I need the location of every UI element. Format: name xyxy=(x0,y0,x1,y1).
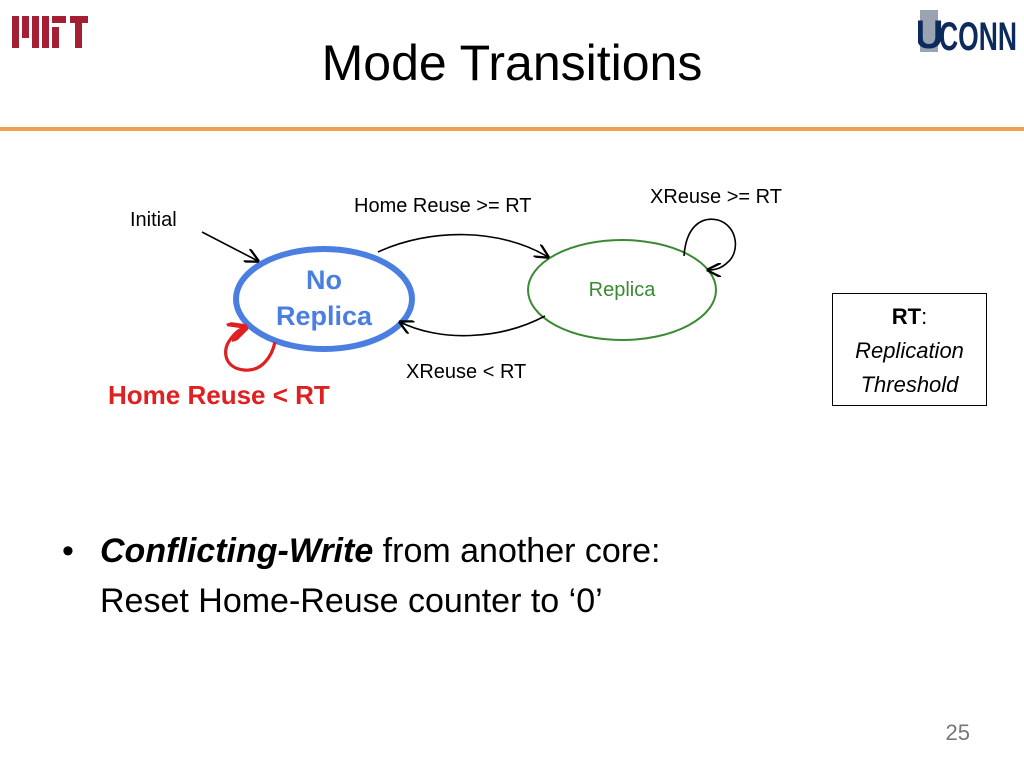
bullet-line2: Reset Home-Reuse counter to ‘0’ xyxy=(100,582,603,620)
initial-label: Initial xyxy=(130,209,177,231)
svg-text:CONN: CONN xyxy=(939,15,1017,58)
bullet-line1: Conflicting-Write from another core: xyxy=(100,526,660,576)
rt-colon: : xyxy=(921,304,928,329)
no-replica-line1: No xyxy=(306,265,342,295)
no-replica-self-loop xyxy=(224,328,277,372)
replica-state xyxy=(527,239,717,341)
promote-arrow xyxy=(377,233,548,257)
xreuse-ge-label: XReuse >= RT xyxy=(650,186,782,208)
rt-term: RT xyxy=(891,304,922,329)
xreuse-lt-label: XReuse < RT xyxy=(406,361,527,383)
title-divider xyxy=(0,127,1024,131)
svg-text:U: U xyxy=(918,13,943,57)
replica-label: Replica xyxy=(588,279,656,301)
rt-def-line2: Threshold xyxy=(860,372,959,397)
rt-legend-box: RT: Replication Threshold xyxy=(832,293,987,406)
initial-arrow xyxy=(201,231,258,261)
demote-arrow xyxy=(400,315,546,337)
bullet-rest: from another core: xyxy=(373,532,661,570)
home-reuse-lt-label: Home Reuse < RT xyxy=(108,380,330,410)
bullet-emphasis: Conflicting-Write xyxy=(100,532,374,570)
rt-term-line: RT: xyxy=(833,300,986,334)
bullet-dot: • xyxy=(62,532,74,570)
no-replica-line2: Replica xyxy=(275,301,373,331)
home-reuse-ge-label: Home Reuse >= RT xyxy=(354,195,532,217)
no-replica-label: No Replica xyxy=(236,262,412,334)
rt-def-line1: Replication xyxy=(855,338,964,363)
mit-logo xyxy=(12,16,88,48)
page-title: Mode Transitions xyxy=(321,35,703,91)
page-number: 25 xyxy=(945,720,970,745)
no-replica-state xyxy=(233,246,415,352)
uconn-logo: U CONN xyxy=(918,10,1017,58)
replica-self-loop xyxy=(683,218,737,270)
